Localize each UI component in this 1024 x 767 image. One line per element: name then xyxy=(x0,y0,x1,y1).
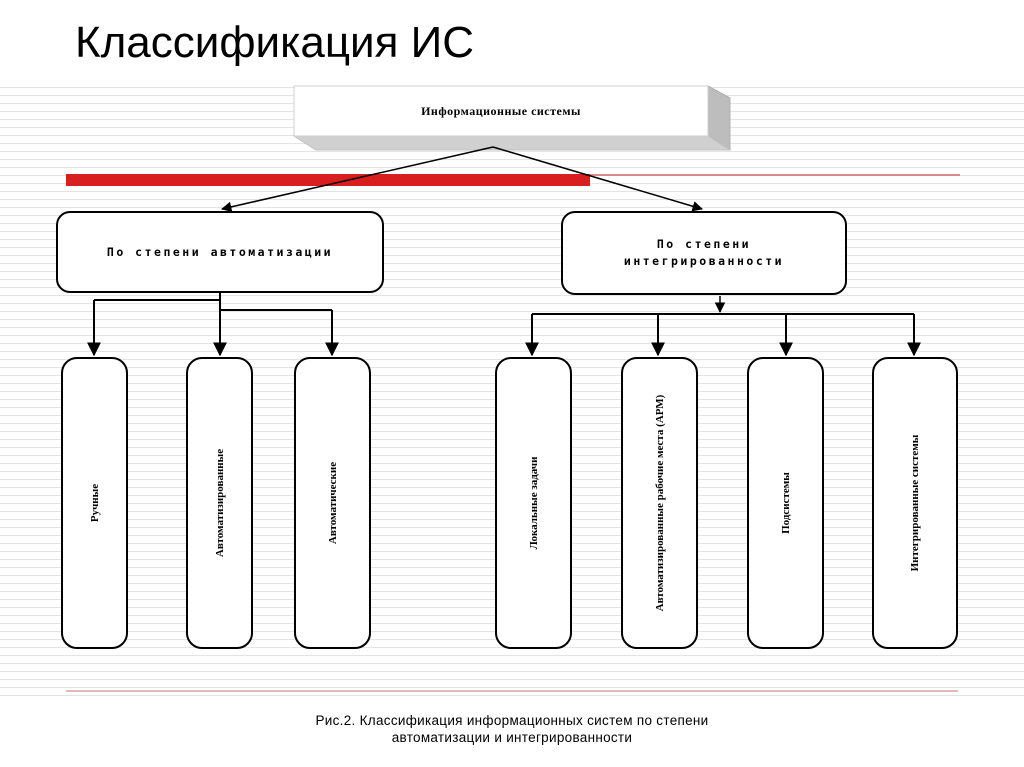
leaf-local-tasks-box: Локальные задачи xyxy=(495,357,572,649)
red-accent-line xyxy=(590,174,960,176)
leaf-manual-label: Ручные xyxy=(88,483,101,523)
leaf-workstations-label: Автоматизированные рабочие места (АРМ) xyxy=(653,394,666,612)
leaf-automated-box: Автоматизированные xyxy=(186,357,253,649)
leaf-subsystems-box: Подсистемы xyxy=(747,357,824,649)
caption-line-1: Рис.2. Классификация информационных сист… xyxy=(315,713,709,728)
root-box-front-face xyxy=(293,85,709,137)
leaf-integrated-label: Интегрированные системы xyxy=(909,434,921,572)
leaf-local-tasks-label: Локальные задачи xyxy=(527,456,540,550)
leaf-automatic-box: Автоматические xyxy=(294,357,371,649)
category-integration-label: По степени интегрированности xyxy=(623,237,785,268)
slide-title: Классификация ИС xyxy=(75,18,475,67)
root-node-label: Информационные системы xyxy=(421,103,581,118)
caption-area xyxy=(0,698,1024,767)
leaf-integrated-box: Интегрированные системы xyxy=(872,357,958,649)
bottom-divider xyxy=(66,690,958,692)
title-area xyxy=(0,0,1024,82)
root-box-bottom-face xyxy=(292,135,732,151)
red-accent-bar xyxy=(66,174,590,186)
leaf-workstations-box: Автоматизированные рабочие места (АРМ) xyxy=(621,357,698,649)
category-automation-label: По степени автоматизации xyxy=(106,244,334,259)
leaf-automatic-label: Автоматические xyxy=(326,461,339,545)
category-automation-box: По степени автоматизации xyxy=(56,211,384,293)
figure-caption: Рис.2. Классификация информационных сист… xyxy=(0,712,1024,746)
caption-line-2: автоматизации и интегрированности xyxy=(391,730,633,745)
leaf-subsystems-label: Подсистемы xyxy=(779,472,792,534)
leaf-manual-box: Ручные xyxy=(61,357,128,649)
category-integration-box: По степени интегрированности xyxy=(561,211,847,295)
leaf-automated-label: Автоматизированные xyxy=(213,448,226,558)
